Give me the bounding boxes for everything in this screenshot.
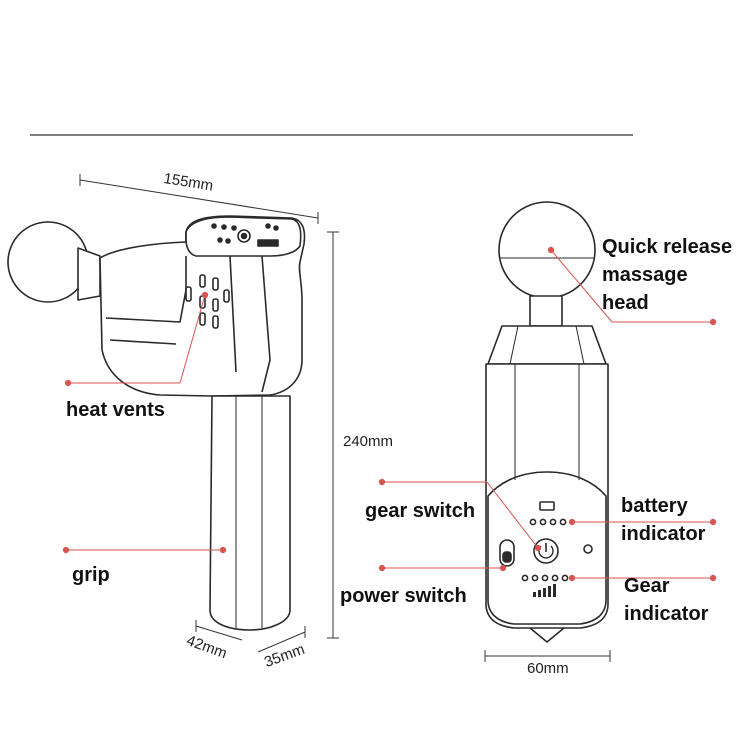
front-power-switch [499,539,515,567]
front-body [485,363,609,629]
side-ball-neck [77,247,101,301]
front-power-button [533,538,559,564]
front-control-panel [487,471,607,625]
dim-height-label: 240mm [343,433,394,450]
front-ball-head [498,201,596,299]
dim-240-line [327,231,339,639]
label-quick-release-3: head [602,292,649,314]
label-quick-release-2: massage [602,264,688,286]
callouts [62,246,717,582]
dim-head-width-label: 60mm [527,660,569,677]
label-power-switch: power switch [340,585,467,607]
label-grip: grip [72,564,110,586]
dim-grip-lines [195,620,306,653]
label-quick-release-1: Quick release [602,236,733,258]
callout-dot [64,379,72,387]
side-ball-head [7,221,89,303]
label-gear-switch: gear switch [365,500,476,522]
dim-155-line [79,174,319,224]
front-view [485,201,609,643]
side-vent [199,274,206,288]
label-heat-vents: heat vents [66,399,165,421]
label-battery-1: battery [621,495,688,517]
dim-60-line [484,650,611,662]
side-top-panel [185,216,302,257]
label-gear-indicator-2: indicator [624,603,709,625]
label-gear-indicator-1: Gear [624,575,670,597]
side-inner-line [105,256,187,323]
front-neck [487,325,607,365]
label-battery-2: indicator [621,523,706,545]
side-handle [209,395,291,631]
